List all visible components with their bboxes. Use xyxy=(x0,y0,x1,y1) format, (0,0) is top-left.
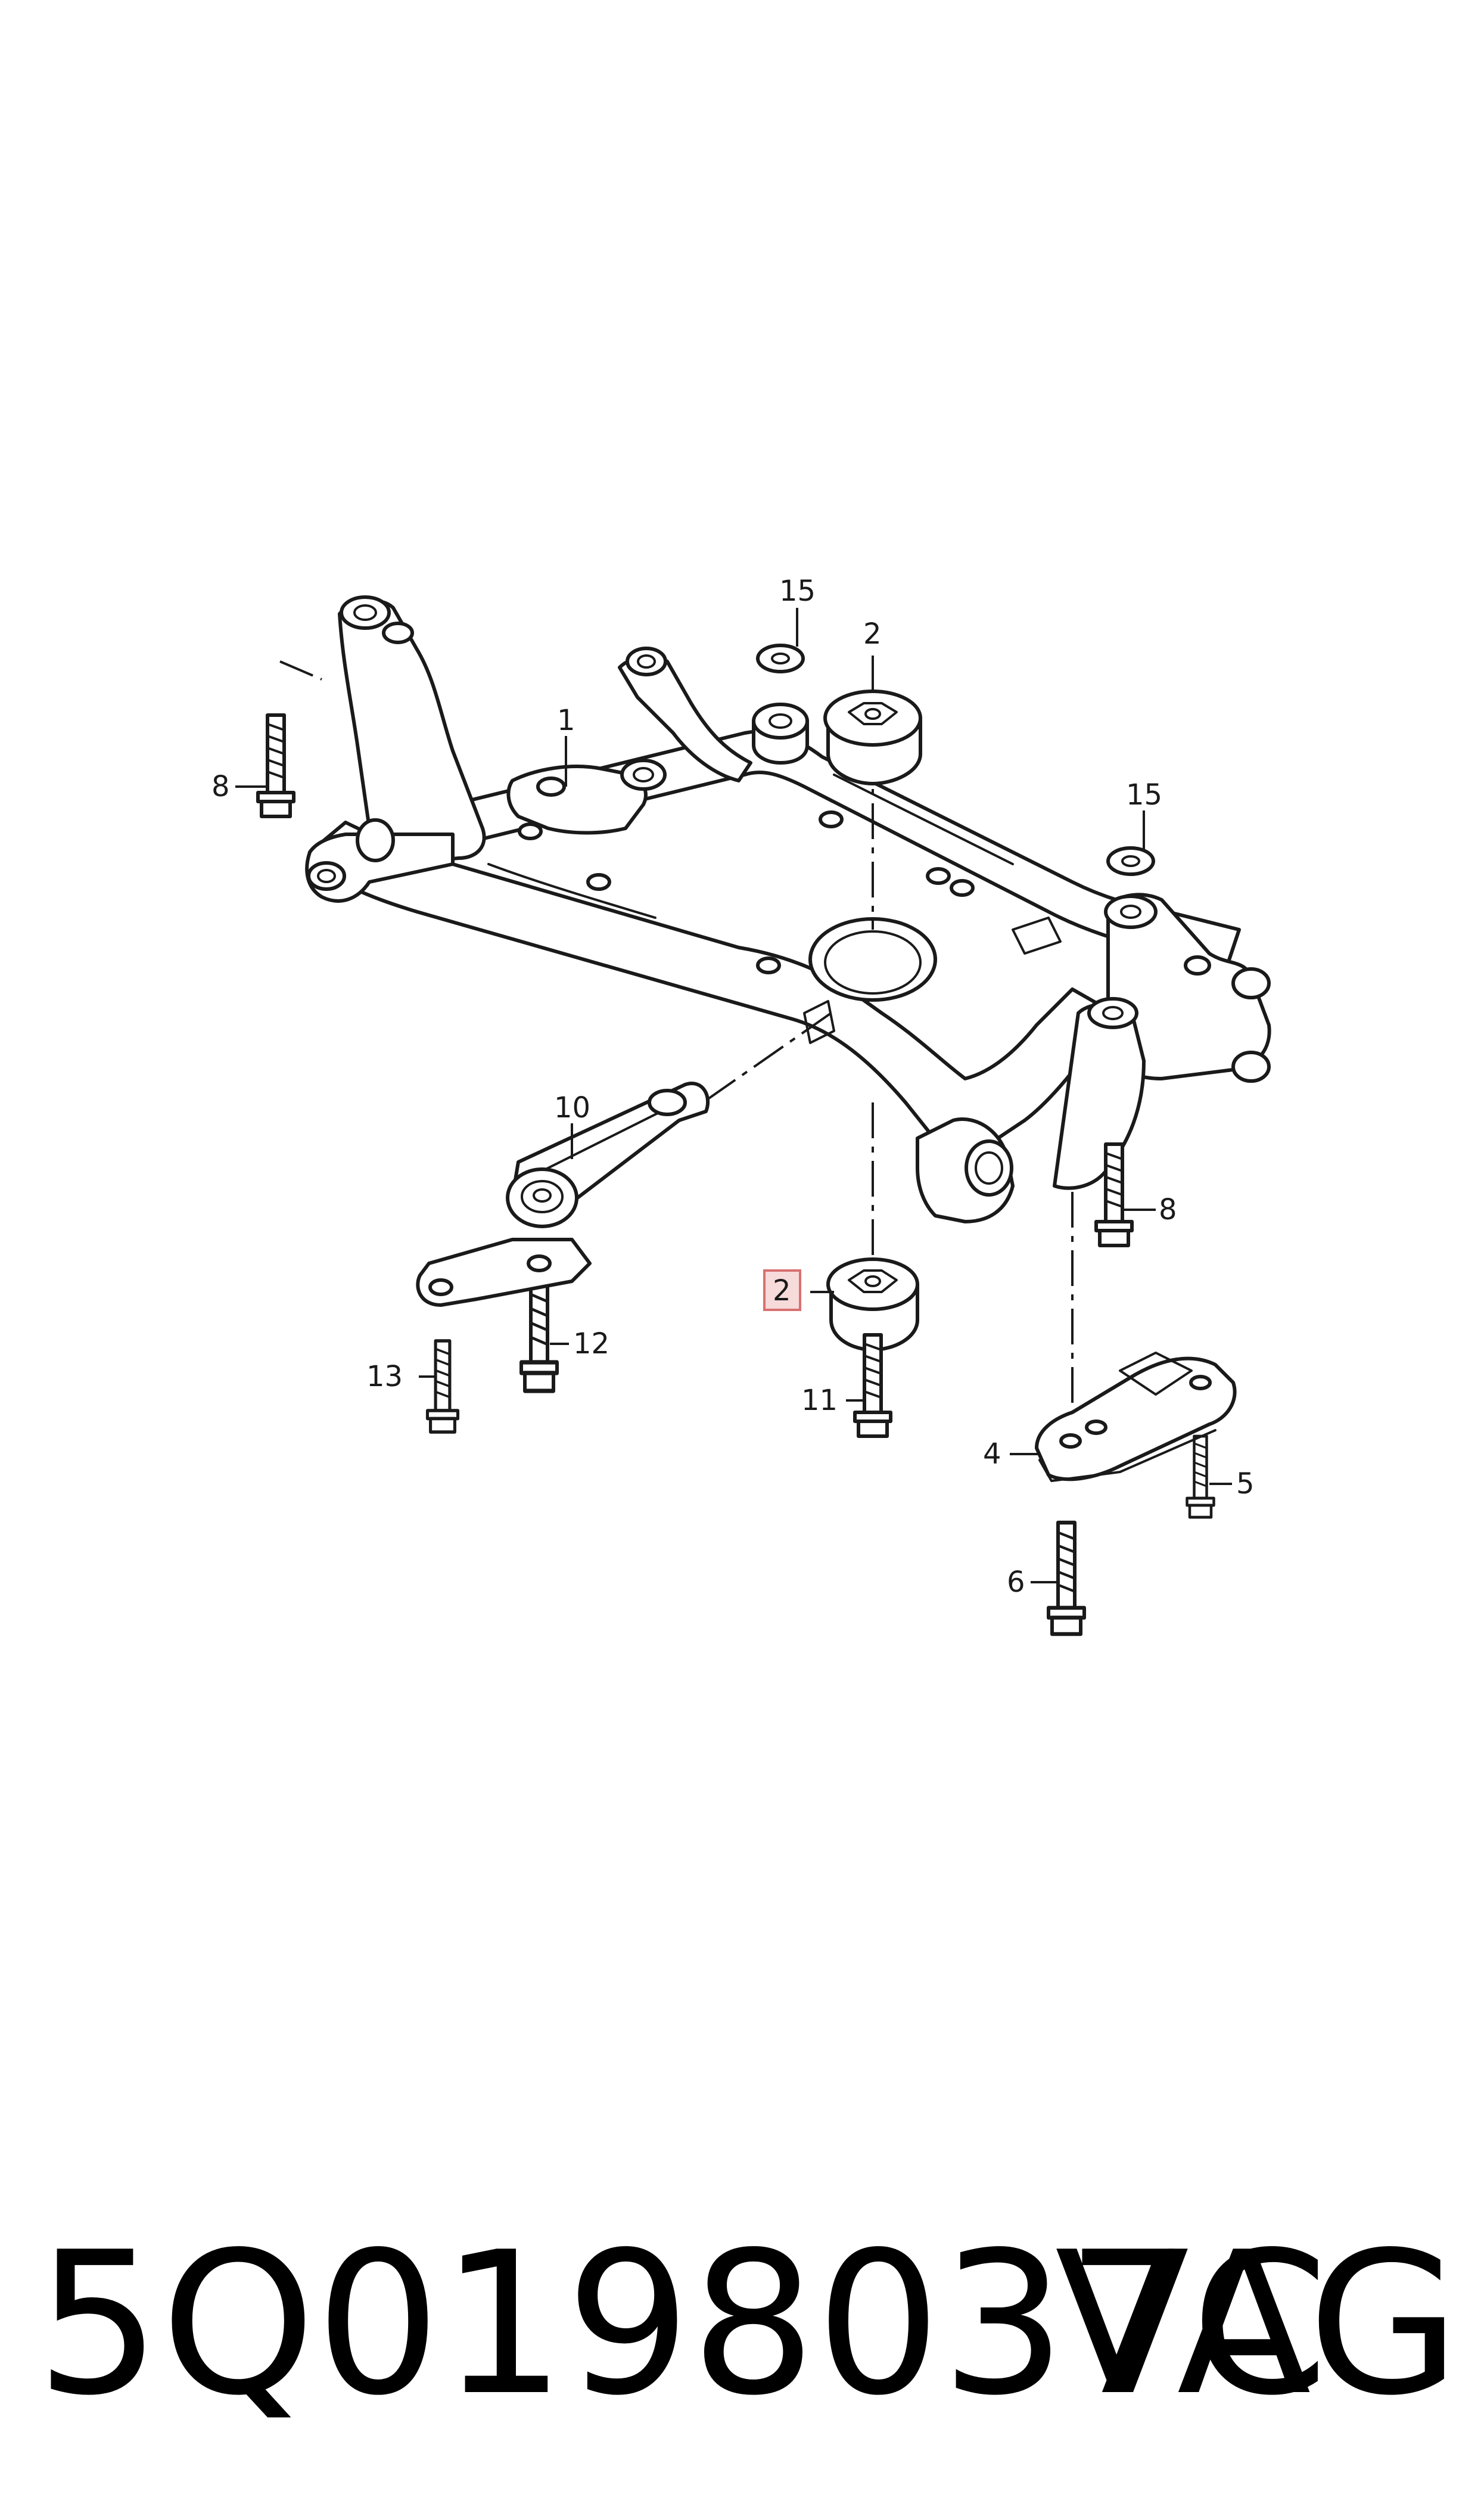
callout-15-left: 15 xyxy=(779,574,816,608)
bracket-4 xyxy=(1035,1352,1237,1482)
washer-15-left xyxy=(756,644,805,673)
callout-2-bottom: 2 xyxy=(773,1274,791,1307)
bolt-5 xyxy=(1187,1436,1214,1517)
washer-15-right xyxy=(1106,846,1155,876)
highlight-box xyxy=(763,1269,801,1311)
footer: 5Q0198037C VAG xyxy=(0,2205,1484,2443)
callout-10: 10 xyxy=(554,1091,590,1125)
leader-lines xyxy=(235,608,1232,1583)
bolt-6 xyxy=(1049,1523,1084,1634)
callout-11: 11 xyxy=(801,1384,838,1417)
callout-13: 13 xyxy=(366,1360,403,1393)
part-number: 5Q0198037C xyxy=(36,2210,1329,2439)
callout-8-right: 8 xyxy=(1159,1193,1177,1226)
callout-labels: 1 2 15 15 8 8 10 2 11 12 13 4 5 6 xyxy=(211,574,1255,1599)
callout-15-right: 15 xyxy=(1126,778,1162,812)
subframe-crossmember xyxy=(305,595,1271,1223)
callout-6: 6 xyxy=(1007,1566,1025,1599)
callout-2-top: 2 xyxy=(863,617,882,651)
engine-mount-2-upper xyxy=(823,689,922,785)
callout-1: 1 xyxy=(557,704,575,737)
left-tower-mount-hole xyxy=(340,595,391,630)
callout-12: 12 xyxy=(573,1327,609,1361)
callout-8-left: 8 xyxy=(211,770,230,803)
brand-label: VAG xyxy=(1054,2210,1460,2439)
torque-rod-10 xyxy=(416,1082,710,1307)
engine-mount-2-lower xyxy=(826,1257,919,1352)
bolt-13 xyxy=(428,1341,458,1432)
callout-4: 4 xyxy=(983,1437,1001,1471)
callout-5: 5 xyxy=(1236,1467,1255,1501)
bolt-8-left xyxy=(258,715,294,816)
